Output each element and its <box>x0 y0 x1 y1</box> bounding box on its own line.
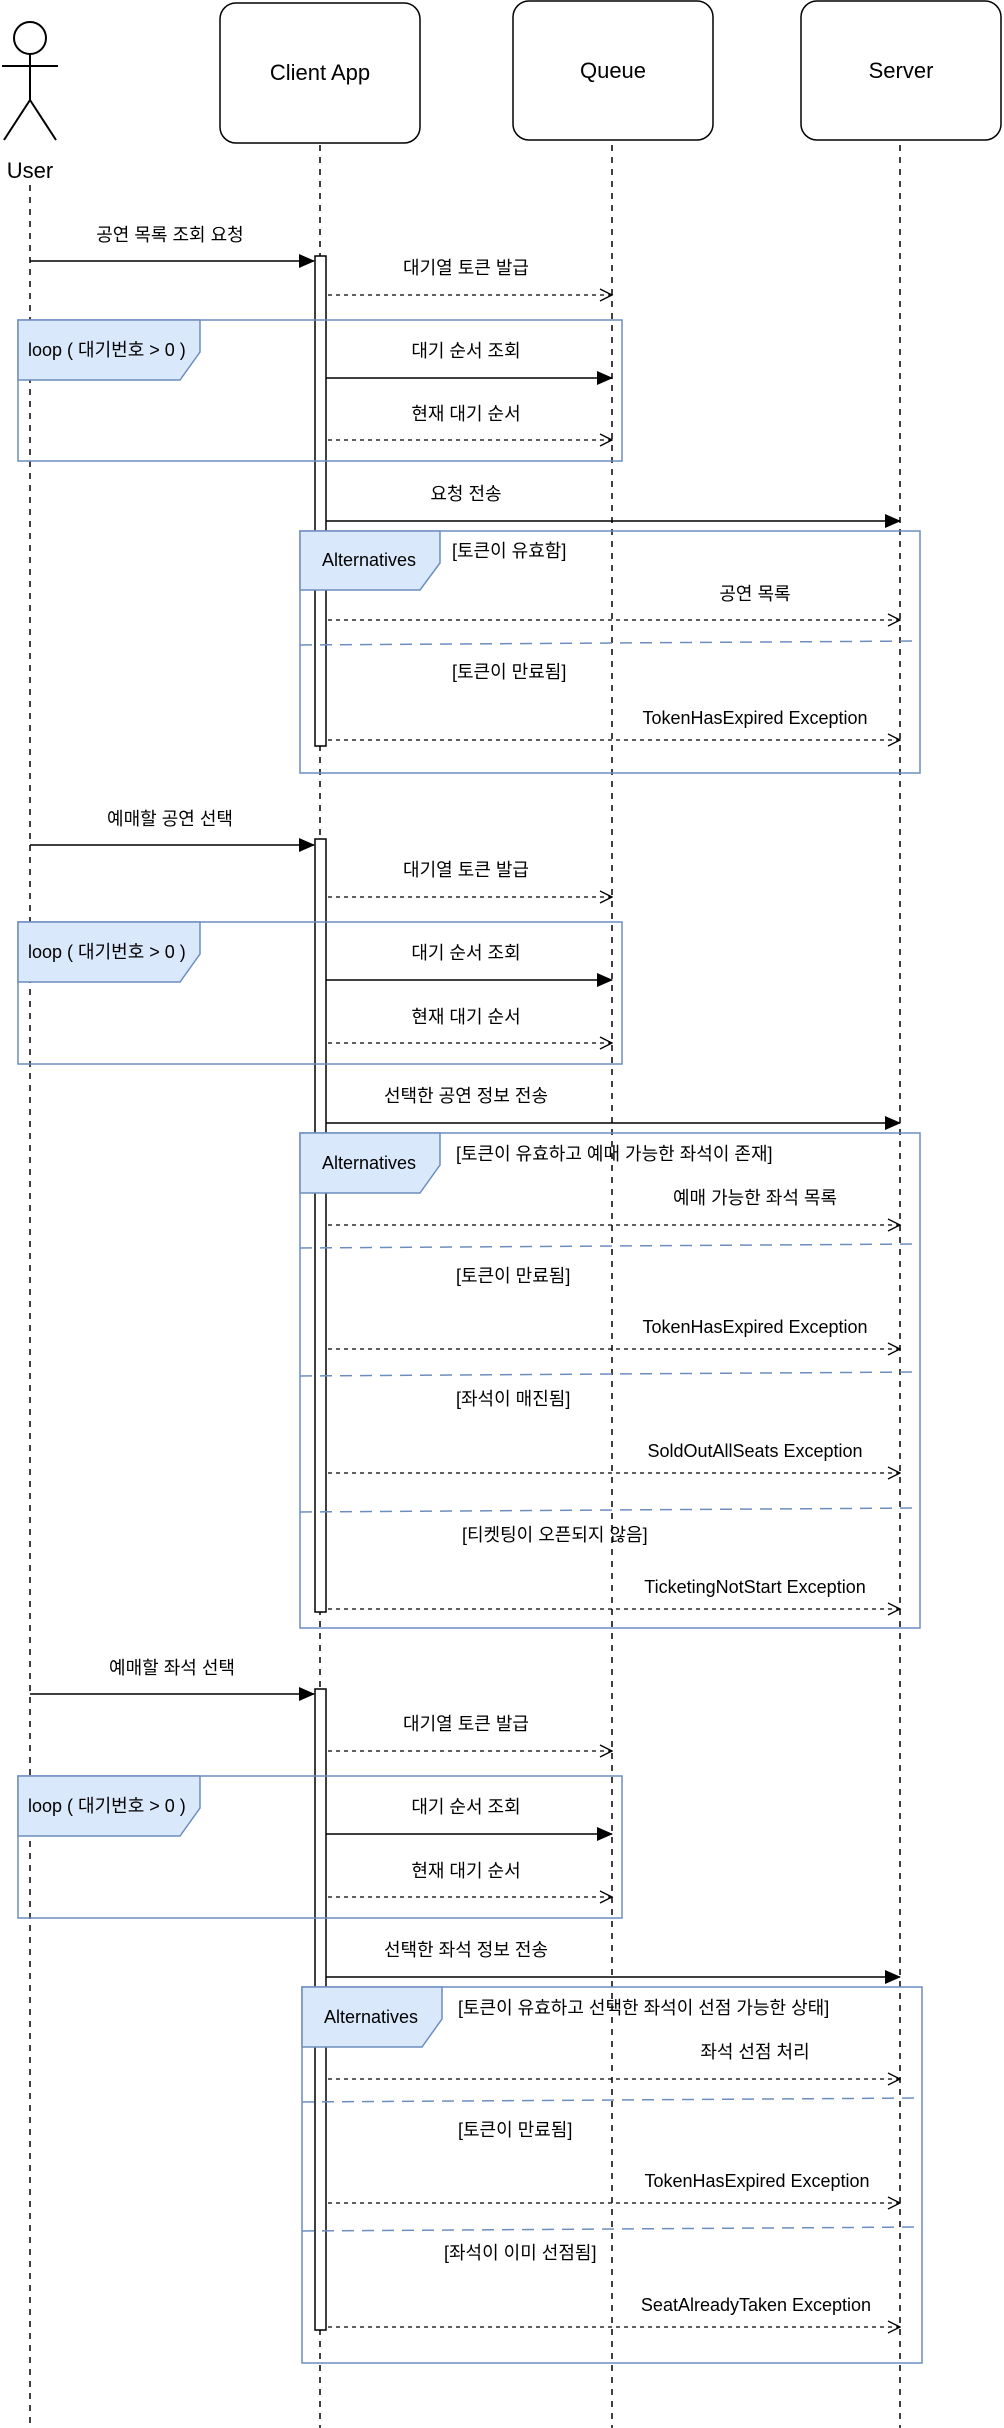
loop-fragment-label: loop ( 대기번호 > 0 ) <box>28 942 186 962</box>
message-server-request-label: 요청 전송 <box>430 484 501 504</box>
loop-fragment-tab <box>17 319 201 381</box>
participant-server: Server <box>800 0 1002 141</box>
actor-leg-right <box>29 99 57 141</box>
loop-fragment <box>17 319 623 462</box>
alt-condition: [티켓팅이 오픈되지 않음] <box>462 1525 648 1545</box>
participant-queue-box <box>512 0 714 141</box>
actor-leg-left <box>3 99 31 141</box>
alt-separator <box>299 1507 921 1513</box>
reply-queue-position-label: 현재 대기 순서 <box>411 1007 520 1027</box>
message-queue-query-label: 대기 순서 조회 <box>411 1797 520 1817</box>
user-actor: User <box>2 21 58 183</box>
participant-client: Client App <box>219 2 421 144</box>
loop-fragment-tab <box>17 921 201 983</box>
participant-queue-name: Queue <box>580 58 646 83</box>
alt-condition: [토큰이 만료됨] <box>452 662 566 682</box>
alt-fragment-tab <box>301 1986 443 2048</box>
alt-reply-label: SoldOutAllSeats Exception <box>647 1441 862 1461</box>
alt-condition: [토큰이 유효함] <box>452 541 566 561</box>
participant-server-name: Server <box>869 58 934 83</box>
loop-fragment <box>17 921 623 1065</box>
message-request-label: 공연 목록 조회 요청 <box>96 225 243 245</box>
reply-token-issue-label: 대기열 토큰 발급 <box>403 860 529 880</box>
alt-reply-label: 좌석 선점 처리 <box>700 2042 809 2062</box>
actor-name: User <box>7 158 53 183</box>
loop-fragment <box>17 1775 623 1919</box>
alt-fragment-tab <box>299 1132 441 1194</box>
alt-reply-label: SeatAlreadyTaken Exception <box>641 2295 871 2315</box>
message-request-label: 예매할 공연 선택 <box>107 809 233 829</box>
alt-fragment <box>299 530 921 774</box>
alt-separator <box>299 640 921 646</box>
message-request-label: 예매할 좌석 선택 <box>109 1658 235 1678</box>
loop-fragment-label: loop ( 대기번호 > 0 ) <box>28 1796 186 1816</box>
message-queue-query-label: 대기 순서 조회 <box>411 943 520 963</box>
section-1: 공연 목록 조회 요청 대기열 토큰 발급 loop ( 대기번호 > 0 ) … <box>17 225 921 774</box>
reply-queue-position-label: 현재 대기 순서 <box>411 404 520 424</box>
alt-fragment <box>301 1986 923 2364</box>
participant-client-box <box>219 2 421 144</box>
alt-fragment-tab <box>299 530 441 591</box>
loop-fragment-tab <box>17 1775 201 1837</box>
alt-fragment-label: Alternatives <box>324 2007 418 2027</box>
alt-separator <box>299 1243 921 1249</box>
alt-condition: [좌석이 이미 선점됨] <box>444 2243 596 2263</box>
reply-token-issue-label: 대기열 토큰 발급 <box>403 1714 529 1734</box>
alt-reply-label: 예매 가능한 좌석 목록 <box>673 1188 837 1208</box>
alt-fragment-label: Alternatives <box>322 550 416 570</box>
alt-reply-label: 공연 목록 <box>719 584 790 604</box>
message-server-request-label: 선택한 공연 정보 전송 <box>384 1086 548 1106</box>
alt-reply-label: TicketingNotStart Exception <box>644 1577 865 1597</box>
alt-reply-label: TokenHasExpired Exception <box>644 2171 869 2191</box>
alt-condition: [토큰이 만료됨] <box>458 2120 572 2140</box>
participant-queue: Queue <box>512 0 714 141</box>
alt-condition: [토큰이 만료됨] <box>456 1266 570 1286</box>
alt-condition: [토큰이 유효하고 예매 가능한 좌석이 존재] <box>456 1144 773 1164</box>
alt-separator <box>301 2226 923 2232</box>
reply-token-issue-label: 대기열 토큰 발급 <box>403 258 529 278</box>
alt-fragment <box>299 1132 921 1629</box>
loop-fragment-label: loop ( 대기번호 > 0 ) <box>28 340 186 360</box>
alt-separator <box>301 2097 923 2103</box>
message-server-request-label: 선택한 좌석 정보 전송 <box>384 1940 548 1960</box>
alt-separator <box>299 1371 921 1377</box>
participant-client-name: Client App <box>270 60 370 85</box>
actor-head <box>13 21 47 55</box>
alt-reply-label: TokenHasExpired Exception <box>642 1317 867 1337</box>
participant-server-box <box>800 0 1002 141</box>
alt-condition: [토큰이 유효하고 선택한 좌석이 선점 가능한 상태] <box>458 1998 829 2018</box>
reply-queue-position-label: 현재 대기 순서 <box>411 1861 520 1881</box>
activation-bar <box>314 838 327 1613</box>
activation-bar <box>314 255 327 747</box>
alt-fragment-label: Alternatives <box>322 1153 416 1173</box>
alt-condition: [좌석이 매진됨] <box>456 1389 570 1409</box>
section-3: 예매할 좌석 선택 대기열 토큰 발급 loop ( 대기번호 > 0 ) 대기… <box>17 1658 923 2364</box>
alt-reply-label: TokenHasExpired Exception <box>642 708 867 728</box>
section-2: 예매할 공연 선택 대기열 토큰 발급 loop ( 대기번호 > 0 ) 대기… <box>17 809 921 1629</box>
message-queue-query-label: 대기 순서 조회 <box>411 341 520 361</box>
